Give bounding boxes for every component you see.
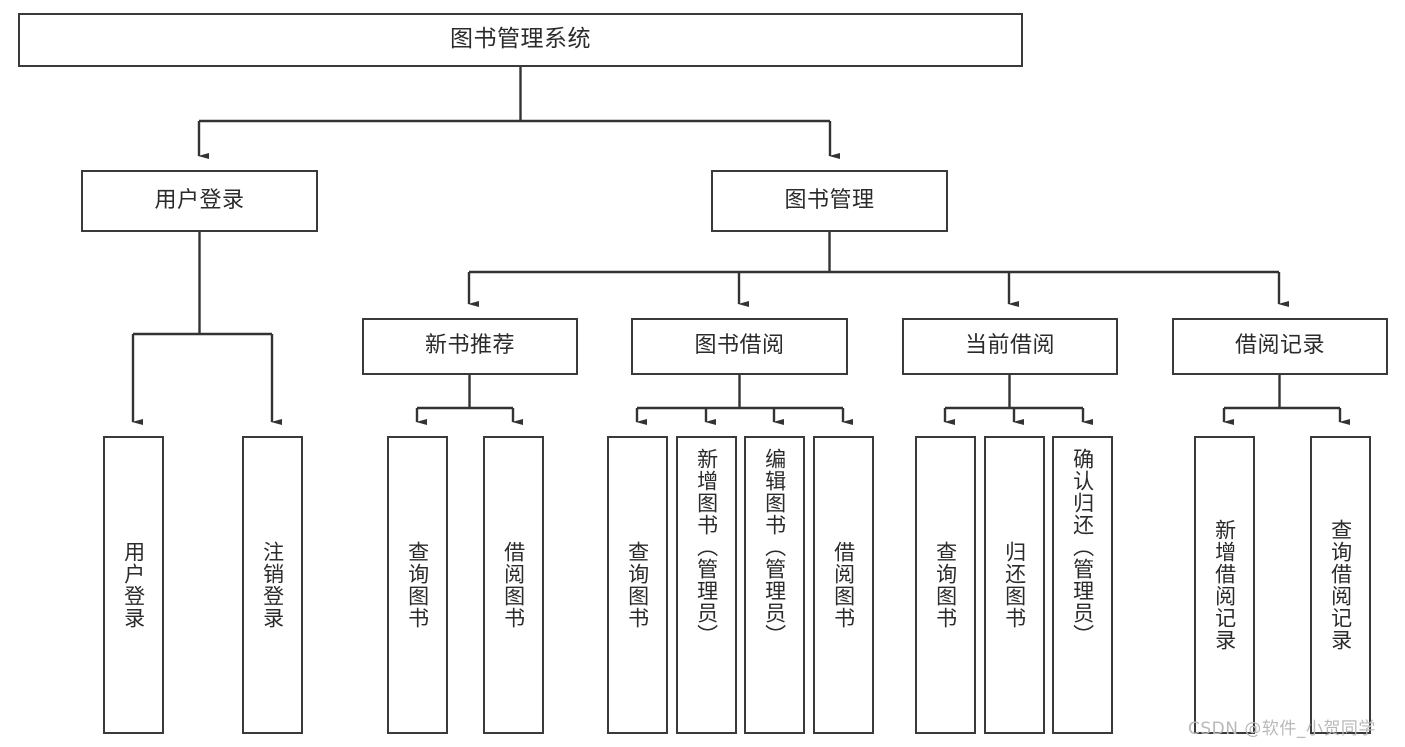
leaf-current-borrow-query-books[interactable]: 查询图书 xyxy=(915,436,976,734)
node-label: 借阅记录 xyxy=(1234,333,1325,359)
node-label: 注销登录 xyxy=(260,541,285,629)
node-label: 图书管理系统 xyxy=(450,26,591,53)
node-label: 图书借阅 xyxy=(694,333,785,359)
node-label: 当前借阅 xyxy=(964,333,1055,359)
leaf-current-borrow-return-books[interactable]: 归还图书 xyxy=(984,436,1045,734)
node-label: 新增借阅记录 xyxy=(1212,519,1237,651)
leaf-new-book-query-books[interactable]: 查询图书 xyxy=(387,436,448,734)
node-label: 借阅图书 xyxy=(501,541,526,629)
node-new-book-recommendation[interactable]: 新书推荐 xyxy=(362,318,578,375)
node-label: 新增图书（管理员） xyxy=(694,448,719,646)
node-book-management[interactable]: 图书管理 xyxy=(711,170,948,232)
leaf-user-login-signin[interactable]: 用户登录 xyxy=(103,436,164,734)
leaf-current-borrow-confirm-return-admin[interactable]: 确认归还（管理员） xyxy=(1052,436,1113,734)
leaf-new-book-borrow-books[interactable]: 借阅图书 xyxy=(483,436,544,734)
node-label: 查询图书 xyxy=(405,541,430,629)
node-label: 归还图书 xyxy=(1002,541,1027,629)
leaf-book-borrow-query-books[interactable]: 查询图书 xyxy=(607,436,668,734)
node-book-borrowing[interactable]: 图书借阅 xyxy=(631,318,848,375)
node-label: 查询图书 xyxy=(625,541,650,629)
leaf-borrow-record-add-record[interactable]: 新增借阅记录 xyxy=(1194,436,1255,734)
leaf-borrow-record-query-record[interactable]: 查询借阅记录 xyxy=(1310,436,1371,734)
leaf-user-login-signout[interactable]: 注销登录 xyxy=(242,436,303,734)
node-label: 用户登录 xyxy=(154,187,245,213)
node-user-login[interactable]: 用户登录 xyxy=(81,170,318,232)
leaf-book-borrow-borrow-books[interactable]: 借阅图书 xyxy=(813,436,874,734)
node-label: 确认归还（管理员） xyxy=(1070,448,1095,646)
node-label: 用户登录 xyxy=(121,541,146,629)
node-label: 图书管理 xyxy=(784,187,875,213)
leaf-book-borrow-add-book-admin[interactable]: 新增图书（管理员） xyxy=(676,436,737,734)
node-label: 查询借阅记录 xyxy=(1328,519,1353,651)
node-label: 查询图书 xyxy=(933,541,958,629)
node-label: 编辑图书（管理员） xyxy=(762,448,787,646)
csdn-watermark: CSDN @软件_小贺同学 xyxy=(1188,719,1376,739)
leaf-book-borrow-edit-book-admin[interactable]: 编辑图书（管理员） xyxy=(744,436,805,734)
node-label: 新书推荐 xyxy=(424,333,515,359)
node-root-book-management-system[interactable]: 图书管理系统 xyxy=(18,13,1023,67)
node-borrowing-record[interactable]: 借阅记录 xyxy=(1172,318,1388,375)
node-label: 借阅图书 xyxy=(831,541,856,629)
node-current-borrowing[interactable]: 当前借阅 xyxy=(902,318,1118,375)
